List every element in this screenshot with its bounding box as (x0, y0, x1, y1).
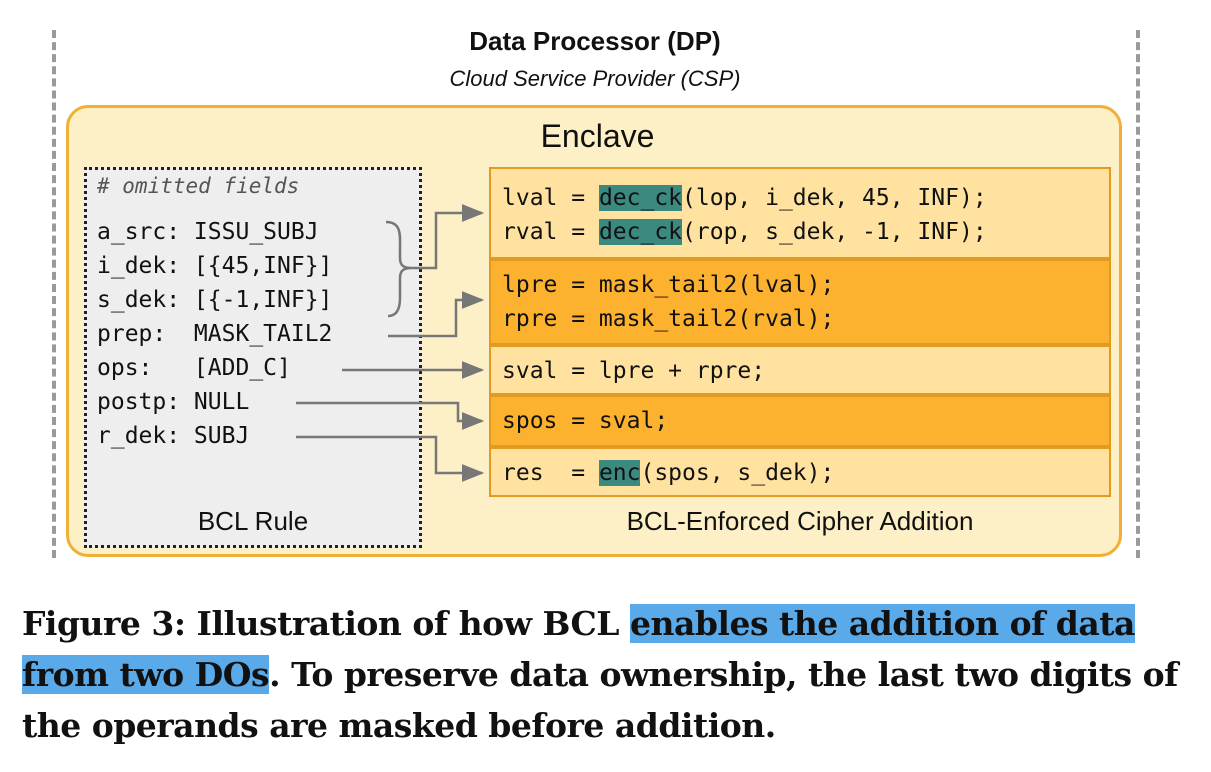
function-dec-ck-highlight: dec_ck (598, 185, 683, 211)
bcl-rule-box (84, 167, 422, 548)
caption-prefix: Figure 3: Illustration of how BCL (22, 604, 630, 643)
code-band-decrypt (489, 167, 1111, 259)
code-line-rpre: rpre = mask_tail2(rval); (502, 306, 835, 332)
rule-line-r-dek: r_dek: SUBJ (97, 423, 250, 449)
code-line-sval: sval = lpre + rpre; (502, 358, 766, 384)
code-line-spos: spos = sval; (502, 408, 669, 434)
function-enc-highlight: enc (598, 460, 641, 486)
code-line-res: res = enc(spos, s_dek); (502, 459, 834, 487)
code-band-mask (489, 259, 1111, 345)
csp-subtitle: Cloud Service Provider (CSP) (449, 66, 741, 91)
code-line-rval: rval = dec_ck(rop, s_dek, -1, INF); (502, 218, 987, 246)
left-boundary-line (52, 30, 56, 558)
code-res-args: (spos, s_dek); (640, 460, 835, 486)
enclave-label: Enclave (540, 118, 655, 154)
code-rval-assign: rval = (502, 219, 599, 245)
cipher-addition-label: BCL-Enforced Cipher Addition (626, 506, 974, 536)
code-lval-assign: lval = (502, 185, 599, 211)
code-band-postprocess (489, 395, 1111, 447)
caption-suffix: . To preserve data ownership, the last t… (22, 655, 1178, 745)
code-line-lval: lval = dec_ck(lop, i_dek, 45, INF); (502, 184, 987, 212)
rule-comment: # omitted fields (97, 174, 300, 198)
code-res-assign: res = (502, 460, 599, 486)
data-processor-title: Data Processor (DP) (469, 26, 721, 56)
arrow-prep-to-mask (388, 291, 485, 338)
rule-line-postp: postp: NULL (97, 389, 250, 415)
code-rval-args: (rop, s_dek, -1, INF); (682, 219, 987, 245)
code-band-encrypt (489, 447, 1111, 497)
rule-field-brace (385, 220, 413, 318)
function-dec-ck-highlight: dec_ck (598, 219, 683, 245)
figure-caption: Figure 3: Illustration of how BCL enable… (22, 598, 1197, 751)
rule-line-i-dek: i_dek: [{45,INF}] (97, 253, 333, 279)
rule-line-a-src: a_src: ISSU_SUBJ (97, 219, 319, 245)
code-line-lpre: lpre = mask_tail2(lval); (502, 272, 835, 298)
rule-line-s-dek: s_dek: [{-1,INF}] (97, 287, 333, 313)
code-lval-args: (lop, i_dek, 45, INF); (682, 185, 987, 211)
right-boundary-line (1136, 30, 1140, 558)
arrow-keys-to-decrypt (412, 204, 485, 270)
arrow-rdek-to-encrypt (296, 435, 485, 482)
rule-line-prep: prep: MASK_TAIL2 (97, 321, 333, 347)
arrow-postp-to-post (296, 401, 485, 430)
bcl-rule-label: BCL Rule (197, 506, 309, 536)
code-band-add (489, 345, 1111, 395)
rule-line-ops: ops: [ADD_C] (97, 355, 291, 381)
